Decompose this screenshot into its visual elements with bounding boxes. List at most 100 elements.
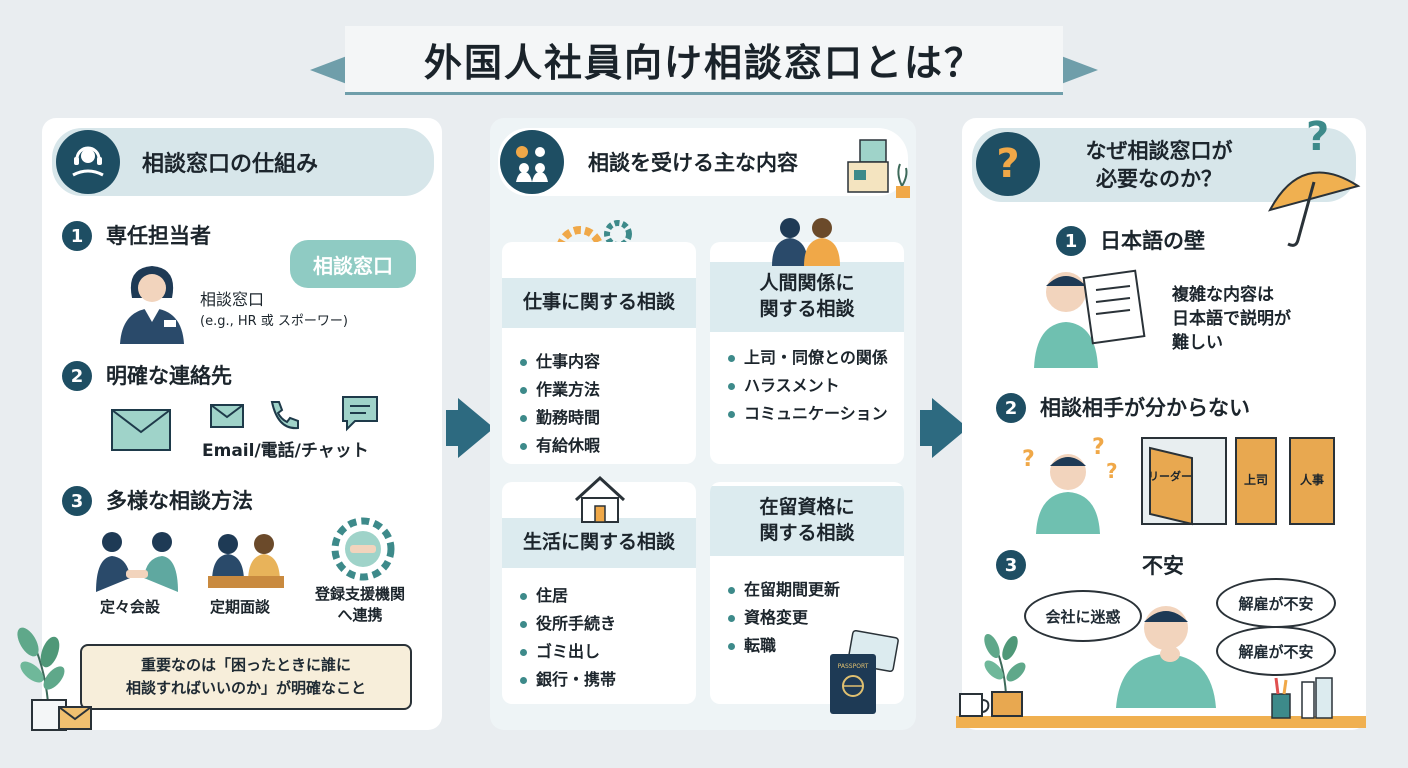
work-card: 仕事に関する相談 仕事内容 作業方法 勤務時間 有給休暇: [502, 242, 696, 464]
step-number-2: 2: [62, 361, 92, 391]
mug-icon: [959, 693, 990, 717]
question-mark-icon: ?: [976, 132, 1040, 196]
gear-handshake-icon: [331, 517, 395, 581]
method-3-line-2: へ連携: [337, 606, 383, 624]
umbrella-question-icon: ?: [1268, 114, 1361, 247]
methods-title: 多様な相談方法: [106, 489, 253, 513]
desk-plant-icon: [984, 633, 1026, 717]
key-point-note: 重要なのは「困ったときに誰に 相談すればいいのか」が明確なこと: [80, 644, 412, 710]
visa-title-line-1: 在留資格に: [759, 496, 855, 519]
relations-card: 人間関係に 関する相談 上司・同僚との関係 ハラスメント コミュニケーション: [710, 242, 904, 464]
svg-text:?: ?: [1106, 459, 1118, 483]
envelope-icon: [111, 409, 171, 451]
list-item: コミュニケーション: [726, 400, 888, 428]
panel-reasons: なぜ相談窓口が 必要なのか？ ? ? 1 日本語の壁 複雑な内容は 日本語で説明…: [962, 114, 1366, 730]
desk-speech-bubble: 相談窓口: [290, 240, 416, 288]
email-icon: [210, 404, 244, 428]
relations-list: 上司・同僚との関係 ハラスメント コミュニケーション: [726, 344, 888, 428]
panel-contents: 相談を受ける主な内容 仕事に関する相談 仕事内容 作業方法 勤務時間 有給休暇 …: [490, 118, 916, 730]
dedicated-staff-title: 専任担当者: [106, 224, 211, 248]
language-desc-line-3: 難しい: [1172, 332, 1223, 353]
structure-header-label: 相談窓口の仕組み: [142, 152, 319, 177]
reasons-header-label: なぜ相談窓口が 必要なのか？: [1086, 137, 1233, 194]
list-item: 転職: [726, 632, 840, 660]
puzzled-person-icon: ? ? ?: [1022, 435, 1118, 534]
language-desc-line-1: 複雑な内容は: [1172, 285, 1274, 305]
anxiety-title: 不安: [1142, 554, 1184, 578]
work-card-title: 仕事に関する相談: [502, 278, 696, 328]
list-item: 勤務時間: [518, 404, 600, 432]
language-barrier-title: 日本語の壁: [1100, 229, 1205, 253]
team-gear-icon: [500, 130, 564, 194]
note-line-1: 重要なのは「困ったときに誰に: [140, 655, 351, 674]
list-item: 作業方法: [518, 376, 600, 404]
list-item: 資格変更: [726, 604, 840, 632]
mail-envelope-icon: [58, 706, 92, 730]
list-item: ハラスメント: [726, 372, 888, 400]
visa-list: 在留期間更新 資格変更 転職: [726, 576, 840, 660]
list-item: 仕事内容: [518, 348, 600, 376]
step-number-3: 3: [62, 486, 92, 516]
list-item: ゴミ出し: [518, 638, 616, 666]
panel-structure: 相談窓口の仕組み 1 専任担当者 相談窓口 相談窓口 (e.g., HR 或 ス…: [42, 118, 442, 730]
visa-title-line-2: 関する相談: [759, 522, 855, 544]
thought-bubble-company: 会社に迷惑: [1024, 590, 1142, 642]
work-list: 仕事内容 作業方法 勤務時間 有給休暇: [518, 348, 600, 460]
reasons-header-line-1: なぜ相談窓口が: [1085, 138, 1233, 163]
worried-person-icon: [1116, 606, 1216, 708]
channels-label: Email/電話/チャット: [202, 441, 369, 461]
phone-icon: [270, 401, 299, 430]
documents-plant-icon: [847, 139, 910, 198]
reason-number-3: 3: [996, 550, 1026, 580]
life-card-title: 生活に関する相談: [502, 518, 696, 568]
arrow-1-stem: [446, 410, 460, 446]
method-1-label: 定々会設: [100, 598, 161, 616]
passport-icon: PASSPORT: [830, 630, 899, 714]
relations-title-line-2: 関する相談: [759, 298, 855, 320]
desk-surface: [956, 716, 1366, 728]
confused-reader-icon: [1034, 269, 1146, 368]
staff-person-icon: [120, 266, 184, 344]
arrow-2-stem: [920, 410, 934, 446]
chat-icon: [342, 396, 378, 432]
list-item: 住居: [518, 582, 616, 610]
contact-title: 明確な連絡先: [106, 364, 232, 388]
desk-sublabel: (e.g., HR 或 スポーワー): [200, 314, 348, 329]
reasons-header-line-2: 必要なのか？: [1096, 167, 1222, 191]
contents-header-label: 相談を受ける主な内容: [588, 151, 798, 175]
step-number-1: 1: [62, 221, 92, 251]
meeting-people-icon: [208, 534, 284, 588]
unknown-contact-title: 相談相手が分からない: [1040, 396, 1250, 420]
thought-bubble-dismissal-1: 解雇が不安: [1216, 578, 1336, 628]
list-item: 銀行・携帯: [518, 666, 616, 694]
reason-number-1: 1: [1056, 226, 1086, 256]
method-3-line-1: 登録支援機関: [314, 585, 405, 603]
relations-title-line-1: 人間関係に: [759, 272, 855, 295]
headset-support-icon: [56, 130, 120, 194]
method-3-label: 登録支援機関 へ連携: [300, 584, 420, 626]
reason-number-2: 2: [996, 393, 1026, 423]
list-item: 上司・同僚との関係: [726, 344, 888, 372]
house-icon: [574, 475, 626, 523]
contents-header: 相談を受ける主な内容: [498, 128, 908, 196]
svg-text:?: ?: [1022, 447, 1035, 472]
method-2-label: 定期面談: [210, 598, 271, 616]
life-list: 住居 役所手続き ゴミ出し 銀行・携帯: [518, 582, 616, 694]
visa-card-title: 在留資格に 関する相談: [710, 486, 904, 556]
pens-books-icon: [1271, 677, 1333, 719]
page-title: 外国人社員向け相談窓口とは？: [345, 26, 1063, 95]
note-line-2: 相談すればいいのか」が明確なこと: [125, 679, 366, 697]
doors-icon: リーダー 上司 人事: [1141, 437, 1335, 526]
handshake-people-icon: [96, 532, 178, 592]
two-colleagues-icon: [772, 218, 840, 266]
door-boss-label: 上司: [1244, 472, 1268, 487]
language-desc-line-2: 日本語で説明が: [1172, 308, 1291, 329]
passport-label: PASSPORT: [838, 663, 869, 670]
door-leader-label: リーダー: [1148, 469, 1192, 483]
arrow-right-icon: [458, 398, 494, 458]
list-item: 役所手続き: [518, 610, 616, 638]
list-item: 在留期間更新: [726, 576, 840, 604]
language-barrier-desc: 複雑な内容は 日本語で説明が 難しい: [1172, 284, 1291, 355]
list-item: 有給休暇: [518, 432, 600, 460]
svg-text:?: ?: [1092, 435, 1105, 460]
